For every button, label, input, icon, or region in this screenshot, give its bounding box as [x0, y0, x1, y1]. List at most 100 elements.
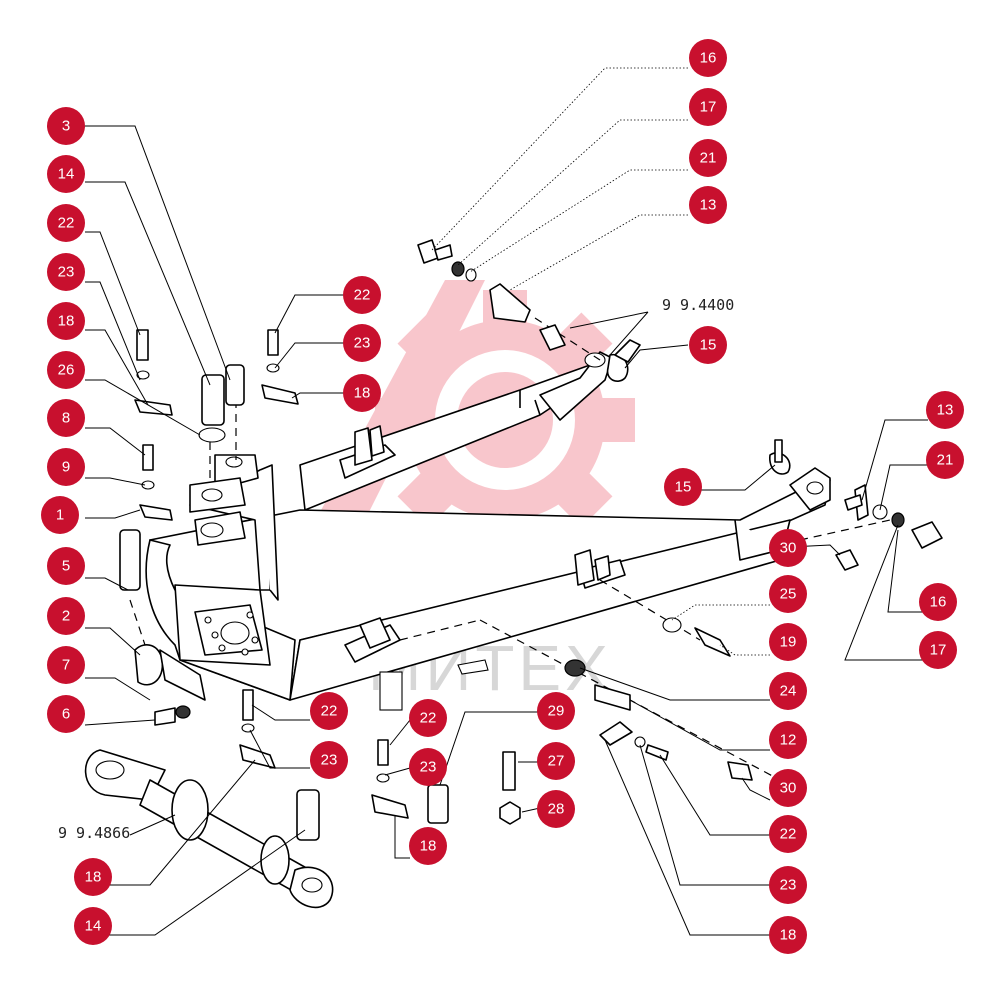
callout-22: 22 — [343, 276, 381, 314]
svg-text:14: 14 — [58, 166, 75, 183]
svg-text:17: 17 — [930, 642, 947, 659]
assembly-line — [129, 599, 151, 661]
callout-14: 14 — [47, 155, 85, 193]
callout-16: 16 — [689, 39, 727, 77]
callout-14: 14 — [74, 907, 112, 945]
assembly-line — [599, 579, 701, 641]
svg-text:15: 15 — [700, 337, 717, 354]
svg-text:16: 16 — [700, 50, 717, 67]
callout-30: 30 — [769, 529, 807, 567]
svg-text:21: 21 — [937, 452, 954, 469]
callout-18: 18 — [74, 858, 112, 896]
callout-23: 23 — [310, 741, 348, 779]
reference-code: 9 9.4400 — [662, 296, 734, 314]
callout-13: 13 — [689, 186, 727, 224]
callout-22: 22 — [310, 692, 348, 730]
svg-text:17: 17 — [700, 99, 717, 116]
callout-17: 17 — [919, 631, 957, 669]
callout-5: 5 — [47, 547, 85, 585]
callout-6: 6 — [47, 695, 85, 733]
svg-text:22: 22 — [780, 826, 797, 843]
callout-23: 23 — [343, 324, 381, 362]
svg-text:18: 18 — [420, 838, 437, 855]
callout-21: 21 — [689, 139, 727, 177]
callout-7: 7 — [47, 646, 85, 684]
callout-25: 25 — [769, 575, 807, 613]
callout-22: 22 — [769, 815, 807, 853]
callout-16: 16 — [919, 583, 957, 621]
svg-text:16: 16 — [930, 594, 947, 611]
svg-text:23: 23 — [321, 752, 338, 769]
svg-text:14: 14 — [85, 918, 102, 935]
callout-29: 29 — [537, 692, 575, 730]
callout-15: 15 — [689, 326, 727, 364]
callout-8: 8 — [47, 399, 85, 437]
svg-text:18: 18 — [780, 927, 797, 944]
callout-30: 30 — [769, 769, 807, 807]
hydraulic-cylinder — [84, 749, 334, 909]
svg-text:18: 18 — [354, 385, 371, 402]
callout-18: 18 — [769, 916, 807, 954]
parts — [119, 239, 943, 825]
svg-text:21: 21 — [700, 150, 717, 167]
callout-22: 22 — [409, 699, 447, 737]
svg-text:25: 25 — [780, 586, 797, 603]
callout-2: 2 — [47, 597, 85, 635]
drawbar-frame — [145, 351, 831, 711]
callout-17: 17 — [689, 88, 727, 126]
svg-text:5: 5 — [62, 558, 70, 575]
svg-text:2: 2 — [62, 608, 70, 625]
svg-text:13: 13 — [700, 197, 717, 214]
callout-18: 18 — [343, 374, 381, 412]
callout-13: 13 — [926, 391, 964, 429]
svg-text:22: 22 — [321, 703, 338, 720]
callout-12: 12 — [769, 721, 807, 759]
svg-text:30: 30 — [780, 540, 797, 557]
svg-text:3: 3 — [62, 118, 70, 135]
svg-text:23: 23 — [780, 877, 797, 894]
svg-text:12: 12 — [780, 732, 797, 749]
callout-27: 27 — [537, 742, 575, 780]
svg-text:8: 8 — [62, 410, 70, 427]
callout-22: 22 — [47, 204, 85, 242]
svg-text:19: 19 — [780, 634, 797, 651]
reference-leader — [569, 311, 649, 356]
svg-text:6: 6 — [62, 706, 70, 723]
svg-text:13: 13 — [937, 402, 954, 419]
callout-1: 1 — [41, 496, 79, 534]
callout-28: 28 — [537, 790, 575, 828]
assembly-line — [799, 519, 891, 541]
callout-9: 9 — [47, 448, 85, 486]
callout-21: 21 — [926, 441, 964, 479]
callout-18: 18 — [409, 827, 447, 865]
svg-text:1: 1 — [56, 507, 64, 524]
svg-text:7: 7 — [62, 657, 70, 674]
callout-3: 3 — [47, 107, 85, 145]
reference-code: 9 9.4866 — [58, 824, 130, 842]
svg-text:24: 24 — [780, 683, 797, 700]
callout-15: 15 — [664, 468, 702, 506]
svg-text:22: 22 — [420, 710, 437, 727]
callout-18: 18 — [47, 302, 85, 340]
svg-text:9: 9 — [62, 459, 70, 476]
svg-text:29: 29 — [548, 703, 565, 720]
callout-23: 23 — [769, 866, 807, 904]
svg-text:15: 15 — [675, 479, 692, 496]
callout-24: 24 — [769, 672, 807, 710]
svg-text:30: 30 — [780, 780, 797, 797]
callout-26: 26 — [47, 351, 85, 389]
svg-text:22: 22 — [58, 215, 75, 232]
svg-text:18: 18 — [58, 313, 75, 330]
callout-19: 19 — [769, 623, 807, 661]
svg-text:23: 23 — [354, 335, 371, 352]
svg-text:23: 23 — [58, 264, 75, 281]
callout-badges: 16 17 21 13 15 3 14 22 23 18 26 8 9 1 5 … — [41, 39, 964, 954]
reference-leader — [129, 814, 176, 836]
svg-text:26: 26 — [58, 362, 75, 379]
svg-text:23: 23 — [420, 759, 437, 776]
svg-text:27: 27 — [548, 753, 565, 770]
svg-text:18: 18 — [85, 869, 102, 886]
svg-text:22: 22 — [354, 287, 371, 304]
leader-lines — [84, 67, 928, 936]
